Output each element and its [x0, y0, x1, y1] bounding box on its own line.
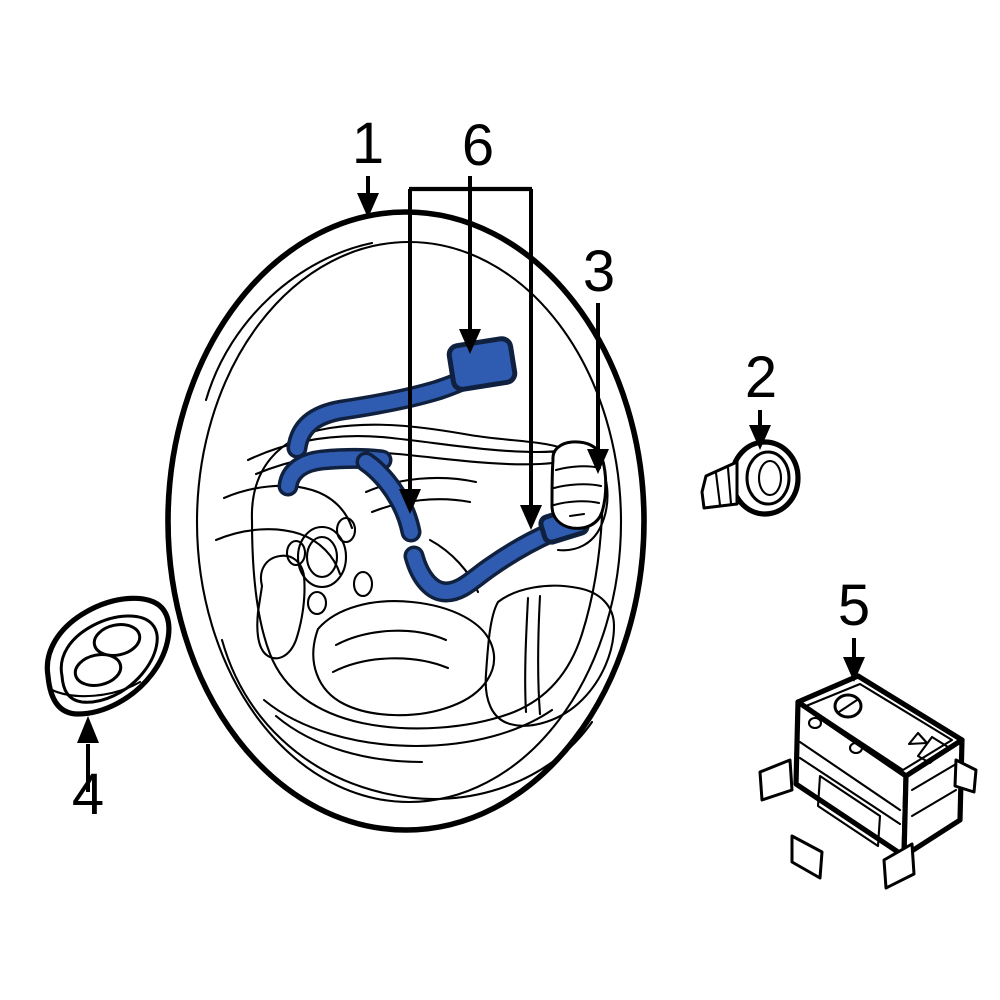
- callout-number-2: 2: [745, 345, 777, 410]
- module-boss-dot-2: [848, 741, 864, 755]
- left-spoke-lower: [214, 528, 342, 576]
- hub-screw-oval-left: [285, 539, 307, 567]
- module-side-rib-2: [910, 788, 958, 818]
- cruise-control-switch-part-3: [550, 440, 608, 530]
- retainer-push-pin-part-2: [700, 439, 801, 517]
- hub-crease-b: [370, 498, 472, 514]
- callout-2-arrowhead: [749, 425, 771, 450]
- module-tab-right: [953, 758, 978, 794]
- module-screw-slot: [837, 698, 859, 714]
- steering-wheel-outer-rim: [165, 209, 647, 833]
- switch-bezel-part-4: [44, 595, 172, 717]
- hub-crease-d: [262, 698, 554, 748]
- push-pin-head-inner-ring: [745, 450, 791, 506]
- switch-divider-3: [552, 500, 601, 507]
- center-lower-pad-crease: [334, 629, 448, 647]
- callout-4-arrowhead: [77, 716, 99, 743]
- module-foot-left: [790, 834, 824, 880]
- callout-numbers: 1 6 3 2 5 4: [72, 111, 870, 827]
- harness-lower-run-core: [407, 525, 559, 599]
- steering-wheel-assembly: [165, 209, 647, 833]
- right-spoke-edge-2: [537, 594, 542, 716]
- harness-upper-connector: [446, 336, 518, 392]
- module-side-rib-1: [910, 762, 958, 792]
- hub-center-inner-ring: [305, 535, 339, 579]
- switch-divider-2: [552, 483, 603, 490]
- left-spoke: [222, 484, 354, 530]
- module-front-recess: [816, 774, 882, 848]
- push-pin-head-core: [757, 459, 783, 497]
- bezel-edge-seam: [50, 680, 142, 698]
- module-top-lip: [804, 682, 954, 772]
- callout-5-arrowhead: [843, 657, 865, 682]
- hub-crease-e: [274, 714, 424, 764]
- module-boss-dot-1: [807, 716, 823, 730]
- hub-screw-oval-upper: [335, 516, 357, 544]
- bezel-button-upper: [92, 623, 142, 657]
- module-connector-band-2: [798, 756, 902, 826]
- wiring-harness-part-6: [277, 336, 590, 603]
- hub-screw-oval-right: [352, 570, 374, 598]
- module-connector-band: [798, 740, 902, 812]
- callout-3-arrowhead: [587, 449, 609, 474]
- hub-screw-oval-lower: [306, 590, 328, 616]
- module-tab-left: [758, 758, 794, 802]
- callout-6-right-arrowhead: [520, 505, 542, 530]
- module-foot-right: [882, 842, 916, 890]
- callout-6-center-arrowhead: [459, 329, 481, 354]
- callout-1-arrowhead: [357, 193, 379, 218]
- module-label-slot: [916, 735, 950, 765]
- callout-6-left-arrowhead: [399, 489, 421, 514]
- center-lower-pad: [312, 600, 496, 717]
- callout-number-4: 4: [72, 762, 104, 827]
- hub-crease-a: [364, 476, 478, 494]
- module-screw-head: [833, 693, 863, 719]
- module-triangle-icon: [907, 731, 929, 746]
- control-module-part-5: [758, 673, 978, 890]
- push-pin-barb-1: [714, 471, 722, 507]
- callout-number-3: 3: [583, 239, 615, 304]
- callout-number-6: 6: [462, 113, 494, 178]
- push-pin-barb-2: [726, 466, 733, 506]
- bezel-button-lower: [73, 653, 123, 687]
- right-spoke-edge: [524, 596, 530, 714]
- lower-rim-inner-line: [220, 638, 594, 801]
- callout-leaders: [77, 176, 865, 792]
- right-spoke-housing: [484, 584, 616, 727]
- left-pad-shape: [256, 554, 306, 660]
- rim-bevel-highlight: [204, 241, 374, 402]
- center-lower-pad-crease-2: [331, 657, 450, 674]
- callout-number-5: 5: [838, 573, 870, 638]
- harness-left-leg-core: [359, 455, 418, 539]
- switch-dash-mark: [568, 512, 586, 518]
- callout-number-1: 1: [352, 111, 384, 176]
- bezel-inner-bead: [59, 614, 159, 704]
- hub-center-outer-ring: [296, 525, 348, 589]
